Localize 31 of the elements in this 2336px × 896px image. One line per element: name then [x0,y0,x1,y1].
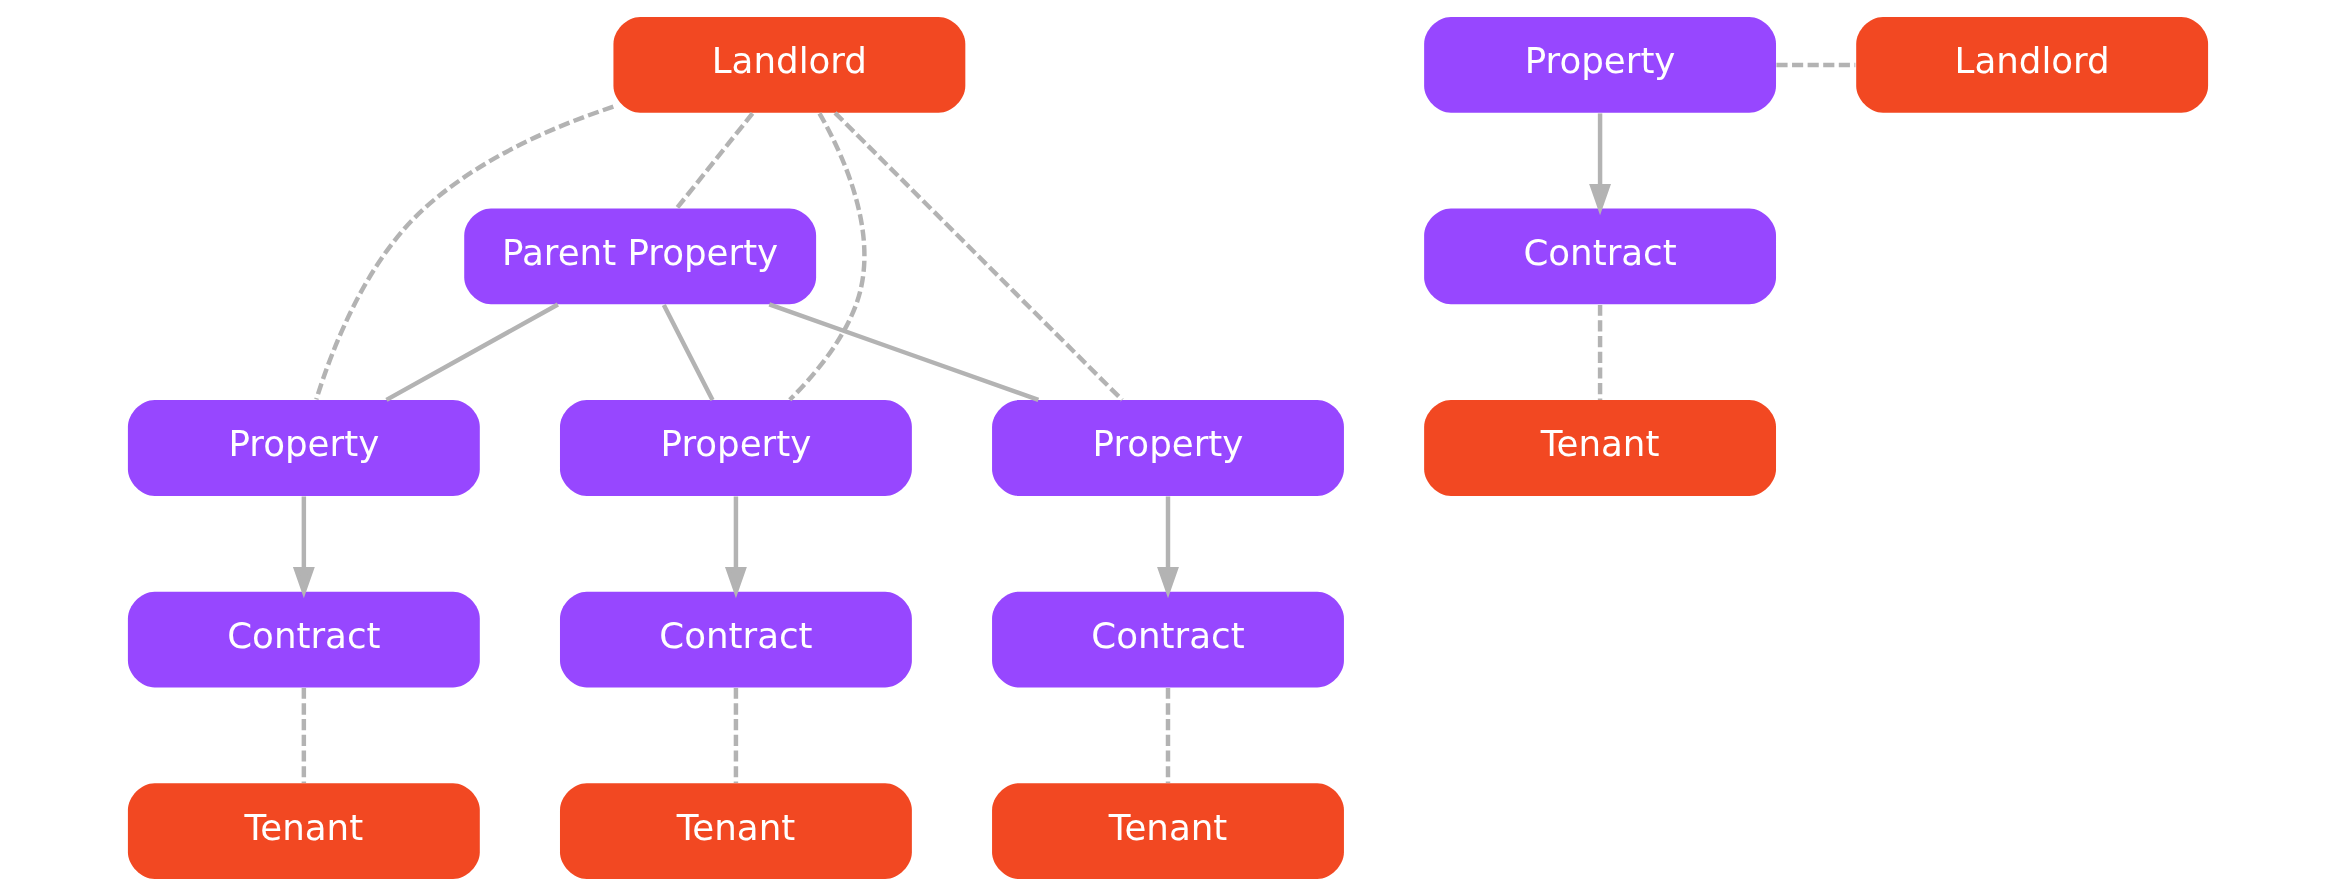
connector [1776,62,1856,68]
node-box: Contract [127,591,480,688]
node-box: Tenant [1424,400,1776,496]
arrow [1589,113,1611,216]
node-box: Tenant [560,783,912,879]
connector [301,688,307,784]
node-box: Contract [1424,208,1776,305]
connector [833,111,1124,402]
connector [314,104,615,401]
connector [788,112,867,402]
connector [385,302,559,402]
arrow [292,496,315,599]
node-box: Tenant [127,783,480,879]
connector [674,112,755,210]
node-box: Property [560,400,912,496]
connector [1165,688,1171,784]
node-box: Tenant [992,783,1344,879]
node-box: Property [127,400,480,496]
node-box: Landlord [1856,17,2209,113]
connector [1597,304,1603,401]
connector [733,688,739,784]
node-box: Property [1424,17,1776,113]
node-box: Landlord [613,17,966,113]
connector [768,302,1040,402]
node-box: Contract [560,591,912,688]
node-box: Contract [992,591,1344,688]
node-box: Property [992,400,1344,496]
node-box: Parent Property [464,208,817,305]
connector [661,303,715,402]
arrow [1157,496,1179,599]
arrow [725,496,747,599]
